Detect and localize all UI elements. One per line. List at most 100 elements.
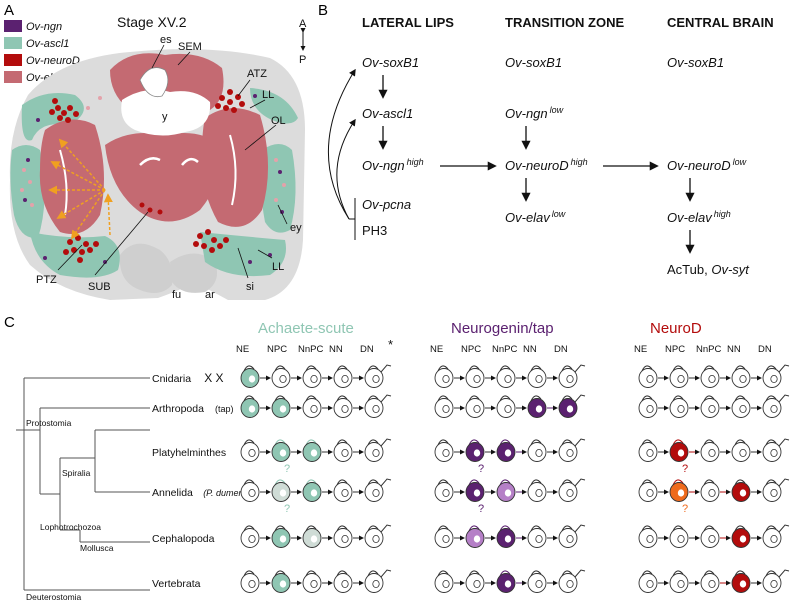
nucleus: [310, 580, 318, 589]
stage-label: Stage XV.2: [117, 14, 187, 30]
cell: [333, 570, 353, 593]
cell: [527, 365, 547, 388]
elav-light-dots: [20, 96, 286, 207]
self-renewal-arrow: [734, 525, 746, 532]
nucleus: [372, 374, 380, 383]
nucleus: [646, 404, 654, 413]
nucleus: [504, 404, 512, 413]
self-renewal-arrow: [499, 395, 511, 402]
nucleus: [739, 535, 747, 543]
self-renewal-arrow: [703, 479, 715, 486]
neurod-dot-clusters: [49, 89, 245, 263]
self-renewal-arrow: [274, 570, 286, 577]
label-ar: ar: [205, 289, 215, 301]
nucleus: [566, 488, 574, 497]
cell: [496, 395, 516, 418]
self-renewal-arrow: [765, 570, 777, 577]
cell: [333, 395, 353, 418]
cell: [762, 569, 790, 593]
cell: [240, 395, 260, 418]
nucleus: [248, 488, 256, 497]
nucleus: [566, 448, 574, 457]
nucleus: [646, 448, 654, 457]
self-renewal-arrow: [243, 365, 255, 372]
self-renewal-arrow: [336, 570, 348, 577]
self-renewal-arrow: [305, 365, 317, 372]
nucleus: [310, 449, 318, 457]
self-renewal-arrow: [367, 479, 379, 486]
self-renewal-arrow: [672, 395, 684, 402]
cell: [558, 364, 586, 388]
self-renewal-arrow: [530, 439, 542, 446]
cell: [434, 570, 454, 593]
label-sem: SEM: [178, 41, 202, 53]
neurite: [380, 364, 392, 373]
panel-b: B LATERAL LIPS TRANSITION ZONE CENTRAL B…: [318, 2, 774, 277]
nucleus: [504, 580, 512, 588]
nucleus: [739, 374, 747, 383]
cell: [638, 365, 658, 388]
cell: [731, 395, 751, 418]
nucleus: [473, 374, 481, 383]
nucleus: [708, 535, 716, 544]
taxon-vertebrata: Vertebrata: [152, 578, 201, 590]
self-renewal-arrow: [468, 395, 480, 402]
self-renewal-arrow: [530, 479, 542, 486]
nucleus: [504, 535, 512, 543]
cell: [527, 479, 547, 502]
question-mark: ?: [682, 503, 688, 515]
cell: [364, 478, 392, 502]
nucleus: [442, 580, 450, 589]
cell: [669, 479, 689, 502]
label-si: si: [246, 281, 254, 293]
question-mark: ?: [284, 463, 290, 475]
cell: [669, 570, 689, 593]
neurite: [574, 524, 586, 533]
legend-swatch-elav: [4, 71, 22, 83]
nucleus: [341, 374, 349, 383]
neurite: [574, 478, 586, 487]
self-renewal-arrow: [305, 570, 317, 577]
self-renewal-arrow: [274, 439, 286, 446]
cell: [465, 525, 485, 548]
column-lateral-lips: LATERAL LIPS: [362, 15, 454, 30]
label-ll-bottom: LL: [272, 261, 284, 273]
taxon-cephalopoda: Cephalopoda: [152, 533, 215, 545]
self-renewal-arrow: [703, 570, 715, 577]
nucleus: [677, 374, 685, 383]
cell: [558, 438, 586, 462]
self-renewal-arrow: [437, 395, 449, 402]
cell: [638, 395, 658, 418]
gene-central-soxb1: Ov-soxB1: [667, 55, 724, 70]
self-renewal-arrow: [561, 525, 573, 532]
self-renewal-arrow: [274, 525, 286, 532]
cell: [333, 479, 353, 502]
self-renewal-arrow: [305, 439, 317, 446]
nucleus: [535, 405, 543, 413]
nucleus: [708, 448, 716, 457]
self-renewal-arrow: [305, 525, 317, 532]
neurite: [380, 524, 392, 533]
nucleus: [372, 448, 380, 457]
stage-header-npc: NPC: [461, 344, 481, 355]
question-mark: ?: [478, 463, 484, 475]
legend-label-ascl1: Ov-ascl1: [26, 38, 69, 50]
self-renewal-arrow: [336, 439, 348, 446]
nucleus: [473, 449, 481, 457]
cell: [731, 439, 751, 462]
compass-posterior: P: [299, 54, 306, 66]
phylogeny-tree: [16, 377, 150, 591]
nucleus: [535, 535, 543, 544]
neurite: [574, 569, 586, 578]
nucleus: [442, 488, 450, 497]
self-renewal-arrow: [437, 365, 449, 372]
cell: [271, 525, 291, 548]
cell: [558, 569, 586, 593]
cell: [333, 365, 353, 388]
nucleus: [442, 535, 450, 544]
nucleus: [770, 535, 778, 544]
nucleus: [279, 535, 287, 543]
legend-label-neurod: Ov-neuroD: [26, 55, 80, 67]
nucleus: [442, 404, 450, 413]
